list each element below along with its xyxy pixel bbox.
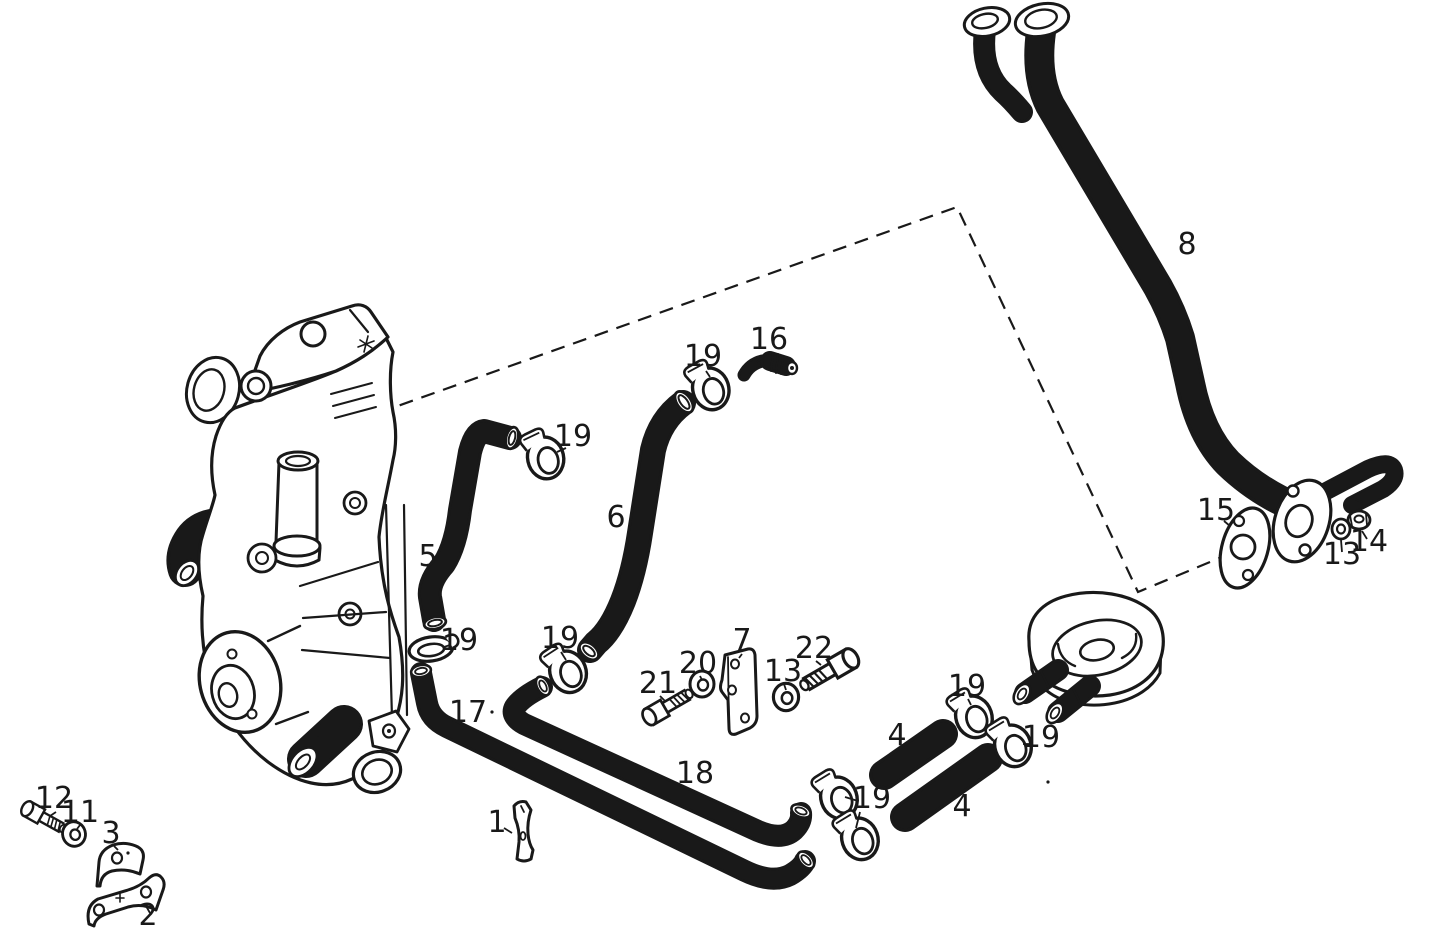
oil-cooler-spigot-upper <box>1012 659 1069 706</box>
washer-13-right <box>1330 517 1352 541</box>
pipe-flange <box>1271 478 1333 564</box>
clamp-strap-2 <box>86 873 166 928</box>
callout-hose-fitting: 16 <box>750 322 788 357</box>
callout-gasket: 15 <box>1197 493 1235 528</box>
callout-clamp-g: 19 <box>948 669 986 704</box>
clamp-strap-3 <box>95 841 145 888</box>
callout-hex-bolt-right: 22 <box>795 631 833 666</box>
callout-clamp-d: 19 <box>541 621 579 656</box>
callout-washer-plate: 20 <box>679 646 717 681</box>
bypass-hose-5 <box>417 419 522 632</box>
callout-clamp-a: 19 <box>684 339 722 374</box>
callout-clamp-b: 19 <box>554 419 592 454</box>
bracket-bolt-hole-upper <box>299 320 327 348</box>
callout-short-hose-lower: 4 <box>952 789 971 824</box>
callout-long-hose-front: 17 <box>449 695 487 730</box>
dot-after-17 <box>490 710 494 714</box>
thermostat-neck <box>272 450 322 568</box>
callout-clamp-strap-short: 3 <box>101 816 120 851</box>
callout-long-hose-rear: 18 <box>676 756 714 791</box>
callout-short-hose-upper: 4 <box>887 718 906 753</box>
callout-formed-hose: 6 <box>606 500 625 535</box>
callout-clamp-strap-long: 2 <box>138 898 157 933</box>
callout-leader-lines <box>49 351 1368 914</box>
long-hose-17 <box>409 662 816 890</box>
dashed-reference-line <box>377 205 1223 594</box>
callout-nut: 14 <box>1350 524 1388 559</box>
water-pump-assembly <box>166 303 411 795</box>
formed-hose-6 <box>577 390 696 663</box>
callout-hex-bolt-left: 12 <box>35 781 73 816</box>
hose-fitting-16 <box>737 351 799 382</box>
support-plate-7 <box>719 647 759 736</box>
pipe-hook-end <box>1291 455 1404 514</box>
callout-support-plate: 7 <box>732 623 751 658</box>
pump-pulley-hub <box>197 624 310 735</box>
callout-bypass-hose: 5 <box>418 539 437 574</box>
pump-lower-fitting <box>287 705 363 779</box>
speck-dot <box>1046 780 1050 784</box>
housing-hatch-lines <box>330 382 377 419</box>
water-pipe-8 <box>962 1 1404 564</box>
callout-washer-small: 11 <box>61 795 99 830</box>
hose-bracket-1 <box>512 800 535 863</box>
short-hose-4-upper <box>869 719 958 790</box>
callout-clamp-ef: 19 <box>853 781 891 816</box>
callout-hose-bracket: 1 <box>487 805 506 840</box>
pump-ear-plate <box>367 709 411 754</box>
pump-outlet-flange <box>351 749 403 795</box>
long-hose-18 <box>502 675 813 847</box>
sparkle-mark <box>357 335 375 353</box>
nut-14 <box>1346 509 1372 531</box>
short-hose-4-lower <box>890 743 1003 832</box>
gasket-15 <box>1218 506 1272 590</box>
callout-clamp-h: 19 <box>1022 720 1060 755</box>
oil-cooler-adapter <box>1012 590 1165 784</box>
callout-hex-bolt-mid: 21 <box>639 666 677 701</box>
callout-washer-right: 13 <box>1323 537 1361 572</box>
callout-water-pipe: 8 <box>1177 227 1196 262</box>
housing-rib-lines <box>298 503 409 720</box>
callout-clamp-c: 19 <box>440 623 478 658</box>
callout-washer-mid: 13 <box>764 654 802 689</box>
pump-mount-bracket <box>245 303 390 395</box>
oil-cooler-spigot-lower <box>1045 675 1101 725</box>
